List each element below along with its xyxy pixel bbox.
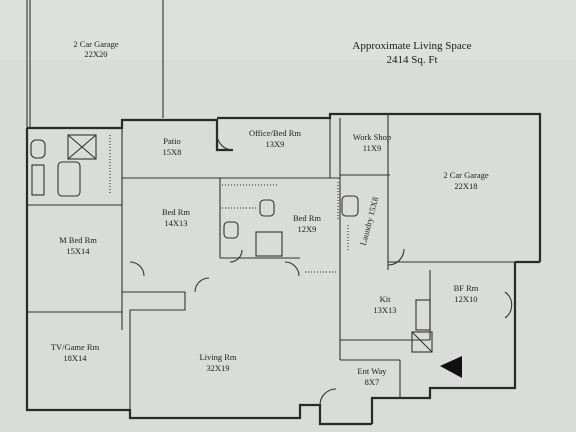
entry-size: 8X7 — [365, 377, 380, 387]
header-line-1: Approximate Living Space — [352, 40, 471, 52]
exterior-walls — [25, 112, 542, 426]
garage-right-size: 22X18 — [454, 181, 477, 191]
patio-size: 15X8 — [163, 147, 182, 157]
paper-shade — [0, 0, 576, 60]
kitchen-fixtures — [411, 299, 433, 353]
master-name: M Bed Rm — [59, 235, 97, 245]
bfrm-size: 12X10 — [454, 294, 477, 304]
door-swings — [129, 133, 513, 406]
living-size: 32X19 — [206, 363, 229, 373]
closet-hatching — [109, 135, 349, 273]
garage-right-name: 2 Car Garage — [443, 170, 489, 180]
bed2-size: 12X9 — [298, 224, 317, 234]
bed1-name: Bed Rm — [162, 207, 190, 217]
office-size: 13X9 — [266, 139, 285, 149]
workshop-name: Work Shop — [353, 132, 391, 142]
bfrm-name: BF Rm — [454, 283, 479, 293]
tvgame-name: TV/Game Rm — [51, 342, 100, 352]
entry-name: Ent Way — [357, 366, 387, 376]
header-line-2: 2414 Sq. Ft — [386, 54, 437, 66]
living-name: Living Rm — [199, 352, 236, 362]
office-name: Office/Bed Rm — [249, 128, 301, 138]
garage-left-size: 22X20 — [84, 49, 107, 59]
bathroom-fixtures — [30, 134, 359, 257]
bed2-name: Bed Rm — [293, 213, 321, 223]
tvgame-size: 18X14 — [63, 353, 87, 363]
left-garage-walls — [26, 0, 164, 128]
patio-name: Patio — [163, 136, 180, 146]
north-arrow-icon — [440, 356, 462, 378]
bed1-size: 14X13 — [164, 218, 187, 228]
interior-walls — [27, 114, 515, 410]
garage-left-name: 2 Car Garage — [73, 39, 119, 49]
workshop-size: 11X9 — [363, 143, 382, 153]
master-size: 15X14 — [66, 246, 90, 256]
kitchen-size: 13X13 — [373, 305, 396, 315]
kitchen-name: Kit — [380, 294, 392, 304]
room-labels: 2 Car Garage 22X20 Patio 15X8 Office/Bed… — [51, 39, 489, 387]
